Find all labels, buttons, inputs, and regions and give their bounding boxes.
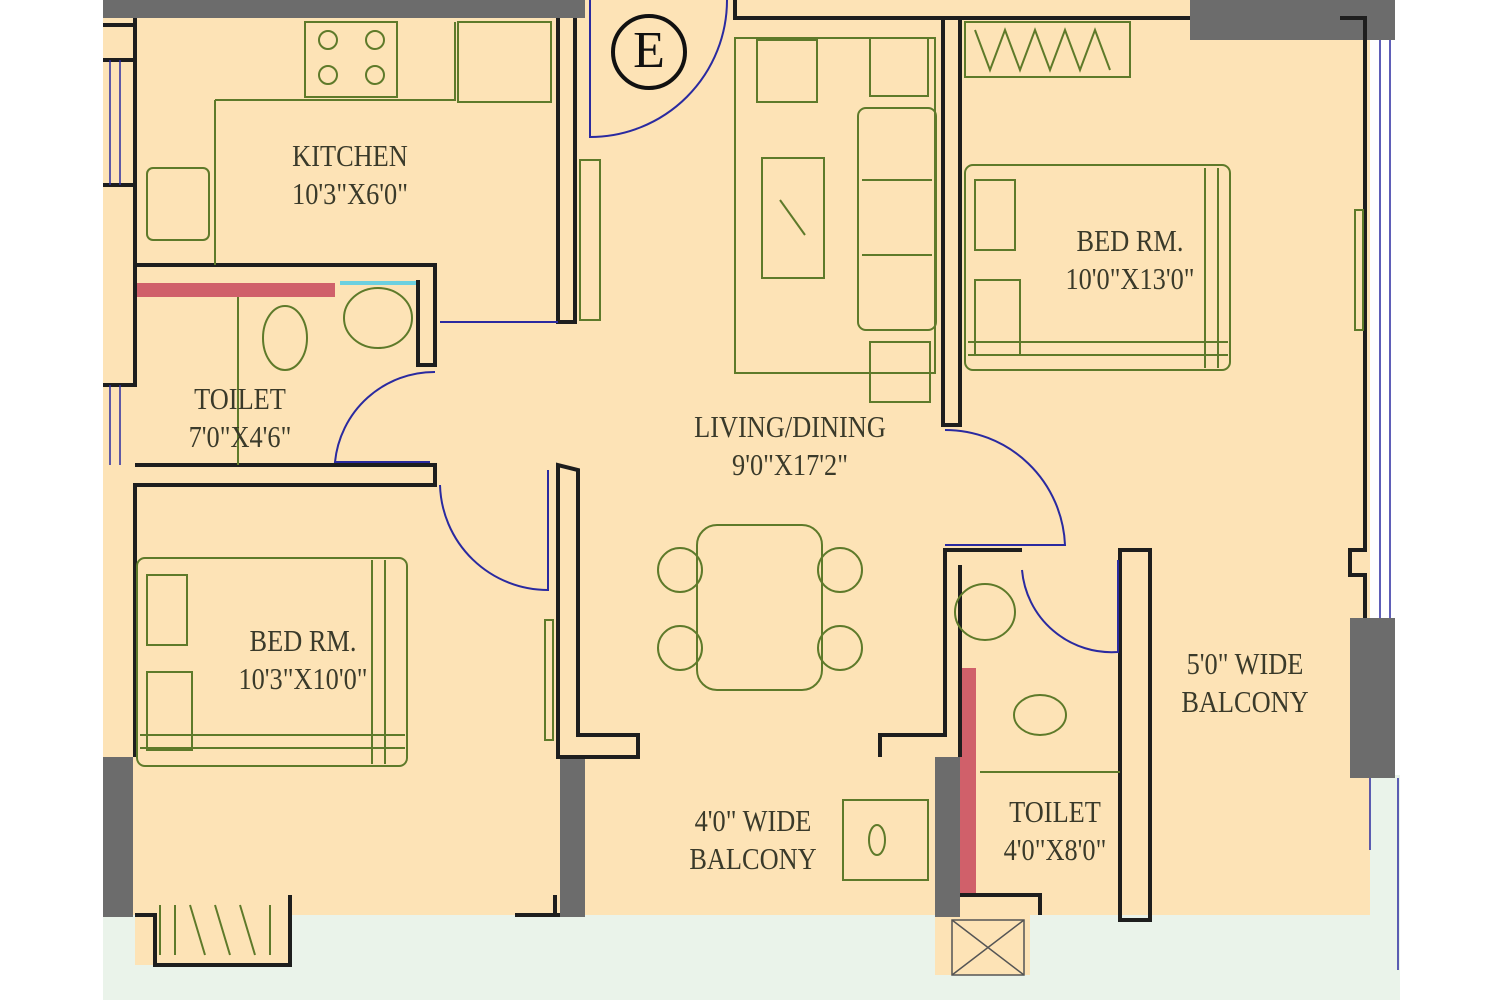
balcony-4ft-label: 4'0" WIDE BALCONY [668,802,838,878]
room-size: 4'0"X8'0" [1003,832,1107,867]
inner-walls [103,0,1367,967]
bed [964,164,1231,371]
room-size: 9'0"X17'2" [732,447,848,482]
room-name: KITCHEN [292,138,408,173]
toilet-wet-wall [135,283,335,297]
doors[interactable] [333,0,1119,654]
balcony-5ft-label: 5'0" WIDE BALCONY [1160,645,1330,721]
room-size: BALCONY [1181,684,1309,719]
room-name: LIVING/DINING [694,409,886,444]
bedroom-1-label: BED RM. 10'0"X13'0" [1045,222,1215,298]
room-name: TOILET [194,381,286,416]
wardrobe [964,21,1131,78]
coffee-table [761,157,825,279]
toilet-seat-icon-2 [1013,694,1067,736]
room-name: 4'0" WIDE [694,803,812,838]
toilet-wet-wall-2 [960,668,976,893]
toilet-seat-icon [262,305,308,371]
toilet-label: TOILET 7'0"X4'6" [155,380,325,456]
room-size: 7'0"X4'6" [188,419,292,454]
toilet-2-label: TOILET 4'0"X8'0" [970,793,1140,869]
basin-ledge [340,281,418,285]
floor-area [103,0,1370,975]
bedroom-2-label: BED RM. 10'3"X10'0" [218,622,388,698]
room-size: 10'3"X6'0" [292,176,408,211]
kitchen-label: KITCHEN 10'3"X6'0" [265,137,435,213]
room-size: 10'3"X10'0" [238,661,368,696]
living-dining-label: LIVING/DINING 9'0"X17'2" [680,408,901,484]
stove-icon [304,21,398,98]
bed-2 [136,557,408,767]
room-size: BALCONY [689,841,817,876]
wash-basin-icon-2 [954,583,1016,641]
room-name: TOILET [1009,794,1101,829]
room-name: BED RM. [1076,223,1184,258]
washing-machine [842,799,929,881]
windows [109,40,1399,970]
duct-shaft [951,919,1025,976]
entrance-marker: E [611,14,687,90]
outer-walls [103,0,1395,917]
wash-basin-icon [343,287,413,349]
room-size: 10'0"X13'0" [1065,261,1195,296]
room-name: BED RM. [249,623,357,658]
dining-table [696,524,823,691]
sink-icon [146,167,210,241]
room-name: 5'0" WIDE [1186,646,1304,681]
outside-ground [103,915,1400,1000]
furniture [136,21,1364,956]
